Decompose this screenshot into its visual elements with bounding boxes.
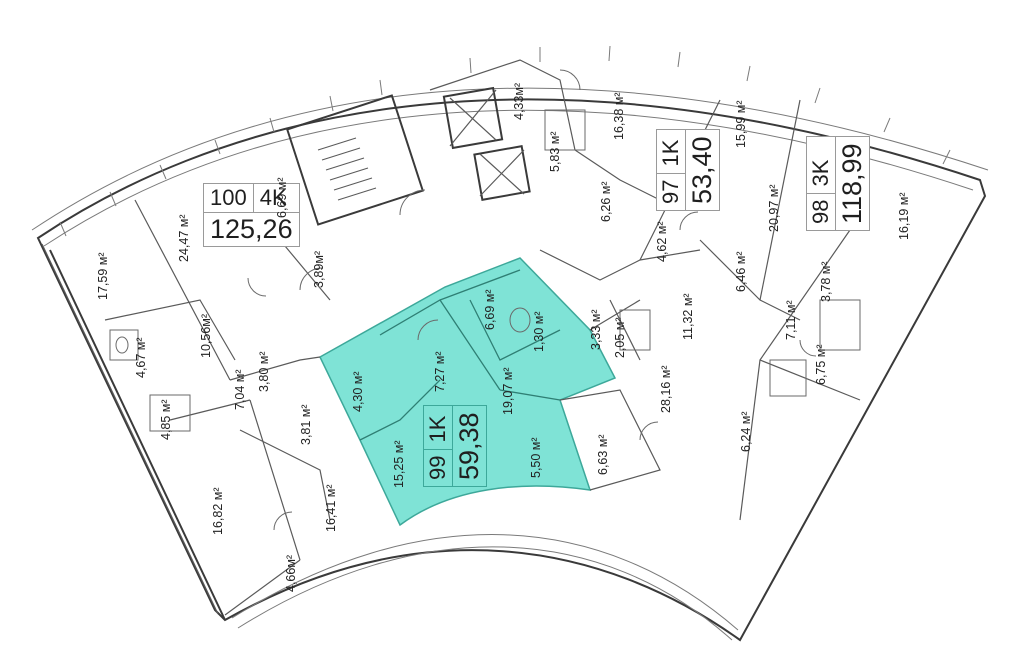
left-wall-2 [41,243,219,615]
room-area: 1,30 м² [532,311,546,352]
room-area: 6,69 м² [275,177,289,218]
facade-bottom [231,534,739,631]
apartment-97-label[interactable]: 97 1K 53,40 [656,129,721,211]
room-area: 3,78 м² [819,261,833,302]
room-area: 2,05 м² [613,317,627,358]
room-area: 6,69 м² [483,289,497,330]
apartment-area: 118,99 [837,143,868,224]
apt-99-walls [359,269,561,441]
elevator-2[interactable] [473,145,531,201]
room-area: 24,47 м² [177,214,191,262]
apartment-99-label[interactable]: 99 1K 59,38 [423,405,488,487]
room-area: 28,16 м² [659,365,673,413]
windows-top [59,45,951,237]
apartment-type: 1K [658,139,683,167]
room-area: 4,33м² [512,82,526,120]
room-area: 6,24 м² [739,411,753,452]
left-wall [49,249,226,621]
room-area: 4,67 м² [134,337,148,378]
room-area: 5,50 м² [529,437,543,478]
room-area: 6,46 м² [734,251,748,292]
apartment-99-highlight[interactable] [319,257,617,527]
apartment-area: 59,38 [454,412,485,480]
stairs [317,137,377,201]
room-area: 3,81 м² [299,404,313,445]
apartment-number: 99 [424,448,453,486]
apartment-number: 98 [807,192,836,230]
room-area: 16,82 м² [211,487,225,535]
room-area: 11,32 м² [681,293,695,340]
room-area: 7,04 м² [233,369,247,410]
room-area: 16,19 м² [897,192,911,240]
room-area: 3,33 м² [589,309,603,350]
room-area: 3,80 м² [257,351,271,392]
room-area: 15,99 м² [734,100,748,148]
doors [247,69,817,531]
room-area: 4,30 м² [351,371,365,412]
apartment-number: 100 [204,184,254,213]
facade-inner [43,109,974,247]
room-area: 10,56м² [199,313,213,358]
room-area: 4,66м² [284,554,298,592]
facade-outer [31,87,989,231]
elevator-1[interactable] [442,86,504,150]
room-area: 20,97 м² [767,184,781,232]
room-area: 17,59 м² [96,252,110,300]
room-area: 7,27 м² [433,351,447,392]
apartment-area: 53,40 [687,136,718,204]
apartment-type: 1K [425,415,450,443]
room-area: 6,75 м² [814,344,828,385]
facade-bottom-2 [237,546,733,641]
room-area: 16,41 м² [324,484,338,532]
room-area: 7,11 м² [784,300,798,340]
room-area: 4,62 м² [655,221,669,262]
room-area: 4,85 м² [159,399,173,440]
partitions [104,59,861,616]
room-area: 16,38 м² [612,92,626,140]
apartment-100-label[interactable]: 100 4K 125,26 [203,183,300,248]
room-area: 15,25 м² [392,440,406,488]
outer-wall [36,98,987,642]
apartment-type: 3K [808,159,833,187]
apartment-type: 4K [259,185,287,210]
apartment-area: 125,26 [210,214,293,245]
room-area: 19,07 м² [501,367,515,415]
room-area: 6,63 м² [596,434,610,475]
stair-core [285,94,425,226]
room-area: 5,83 м² [548,131,562,172]
fixtures [109,109,861,432]
apartment-98-label[interactable]: 98 3K 118,99 [806,136,871,231]
room-area: 6,26 м² [599,181,613,222]
apartment-number: 97 [657,172,686,210]
room-area: 3,89м² [312,250,326,288]
